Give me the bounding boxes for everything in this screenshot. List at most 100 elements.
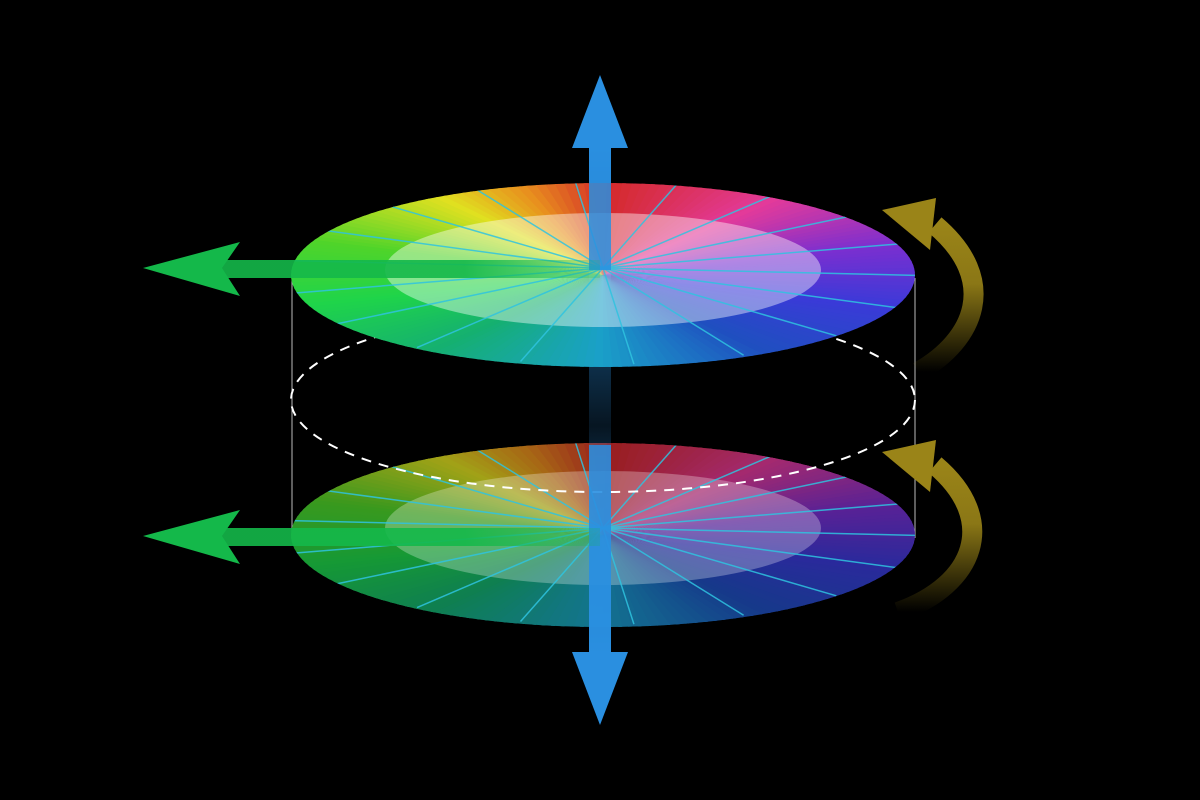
- hue-segment: [405, 535, 603, 627]
- hue-segment: [603, 519, 915, 535]
- hue-segment: [357, 457, 603, 535]
- hue-segment: [603, 207, 873, 275]
- wheel-spoke: [602, 527, 915, 537]
- hue-segment: [448, 443, 603, 535]
- hue-segment: [414, 275, 603, 367]
- hue-segment: [603, 275, 768, 367]
- hue-segment: [382, 189, 603, 275]
- hue-segment: [382, 449, 603, 535]
- wheel-spoke: [602, 501, 915, 529]
- hue-segment: [428, 183, 603, 275]
- bottom-horizontal-arrow-icon: [143, 510, 600, 564]
- hue-segment: [438, 443, 603, 535]
- down-arrow-head-icon: [572, 652, 628, 725]
- hue-segment: [347, 535, 603, 609]
- wheel-spoke: [416, 267, 604, 349]
- vertical-axis-lower-overlay: [589, 445, 611, 660]
- hue-segment: [340, 535, 603, 606]
- hue-segment: [603, 535, 816, 623]
- hue-segment: [603, 448, 819, 535]
- hue-segment: [603, 275, 758, 367]
- hue-segment: [362, 535, 603, 615]
- hue-segment: [523, 443, 603, 535]
- hue-segment: [603, 210, 880, 275]
- hue-segment: [603, 244, 915, 275]
- hue-segment: [350, 460, 603, 535]
- hue-segment: [603, 226, 907, 275]
- hue-segment: [336, 466, 603, 535]
- hue-segment: [603, 535, 716, 627]
- hue-segment: [304, 275, 603, 327]
- hue-segment: [320, 275, 603, 337]
- hue-segment: [603, 241, 915, 275]
- hue-segment: [603, 470, 880, 535]
- hue-segment: [378, 275, 603, 360]
- hue-segment: [603, 473, 886, 535]
- hue-segment: [603, 453, 836, 535]
- hue-segment: [603, 275, 716, 367]
- wheel-spoke: [602, 267, 744, 356]
- hue-segment: [603, 216, 892, 275]
- hue-segment: [603, 535, 672, 627]
- hue-segment: [333, 275, 603, 343]
- hue-segment: [342, 463, 603, 535]
- top-rotation-arrow-icon: [882, 198, 984, 381]
- hue-segment: [370, 275, 603, 357]
- hue-segment: [603, 493, 915, 535]
- hue-segment: [603, 458, 852, 535]
- hue-segment: [603, 535, 849, 613]
- wheel-spoke: [602, 211, 871, 269]
- hue-segment: [534, 443, 603, 535]
- hue-segment: [603, 190, 828, 275]
- hue-segment: [603, 504, 915, 535]
- hue-segment: [603, 275, 694, 367]
- hue-segment: [603, 535, 638, 627]
- hue-segment: [291, 275, 603, 306]
- hue-segment: [326, 275, 603, 340]
- hue-segment: [603, 201, 859, 275]
- hue-segment: [603, 275, 638, 367]
- hue-segment: [291, 275, 603, 302]
- hue-segment: [501, 443, 603, 535]
- hue-segment: [603, 275, 856, 350]
- hue-segment: [603, 263, 915, 275]
- hue-segment: [523, 183, 603, 275]
- dashed-middle-ring: [290, 307, 916, 493]
- hue-segment: [603, 275, 705, 367]
- hue-segment: [603, 535, 807, 625]
- hue-segment: [603, 501, 915, 535]
- hue-segment: [603, 198, 852, 275]
- hue-segment: [603, 535, 833, 618]
- hue-segment: [314, 535, 603, 594]
- wheel-spoke: [602, 183, 687, 269]
- hue-segment: [603, 275, 849, 353]
- hue-segment: [405, 275, 603, 367]
- wheel-spoke: [462, 183, 604, 269]
- hue-segment: [603, 213, 886, 275]
- hue-segment: [603, 490, 911, 535]
- hue-segment: [603, 248, 915, 275]
- hue-segment: [326, 535, 603, 600]
- hue-segment: [458, 443, 603, 535]
- wheel-spoke: [304, 487, 604, 529]
- hue-segment: [603, 535, 694, 627]
- hue-segment: [387, 535, 603, 622]
- hue-segment: [396, 275, 603, 364]
- hue-segment: [603, 275, 841, 356]
- hue-segment: [603, 275, 661, 367]
- hue-segment: [603, 535, 683, 627]
- wheel-spoke: [369, 199, 604, 269]
- top-horizontal-arrow-icon: [143, 242, 600, 296]
- hue-segment: [603, 535, 748, 627]
- wheel-spoke: [602, 443, 687, 529]
- hue-segment: [603, 508, 915, 535]
- hue-segment: [603, 188, 819, 275]
- hue-segment: [291, 275, 603, 298]
- hue-segment: [333, 535, 603, 603]
- hue-segment: [291, 275, 603, 309]
- hue-segment: [357, 197, 603, 275]
- hue-segment: [409, 183, 603, 275]
- hue-segment: [603, 186, 810, 275]
- vertical-axis-overlay: [589, 140, 611, 270]
- wheel-spoke: [602, 241, 915, 269]
